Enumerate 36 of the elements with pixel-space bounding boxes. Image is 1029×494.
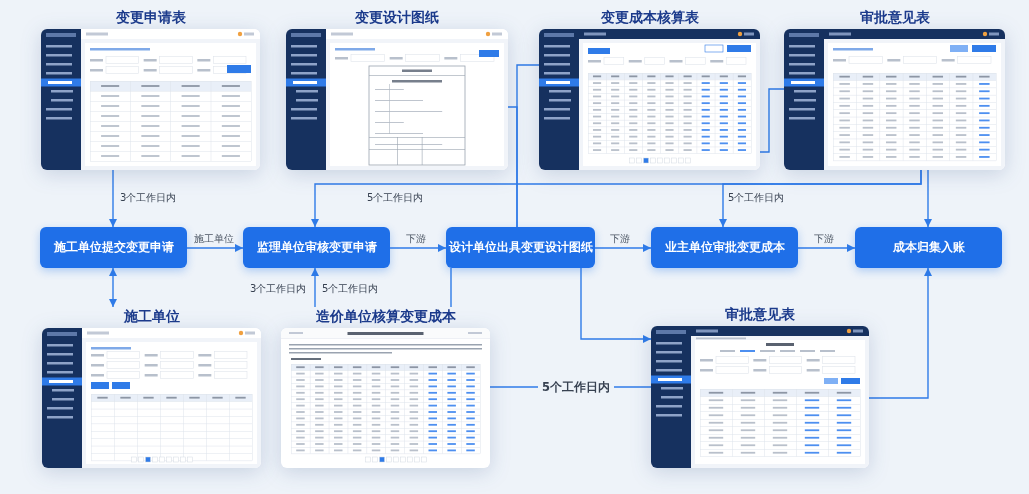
edge-label: 下游	[610, 232, 630, 246]
edge-label: 下游	[406, 232, 426, 246]
section-title: 变更成本核算表	[600, 8, 699, 27]
section-title: 审批意见表	[859, 8, 930, 27]
section-title: 变更申请表	[115, 8, 186, 27]
connector-line	[516, 64, 540, 228]
edge-label: 下游	[814, 232, 834, 246]
section-title: 施工单位	[123, 307, 180, 326]
arrow	[389, 244, 447, 252]
section-title: 变更设计图纸	[355, 8, 439, 27]
arrow	[924, 169, 932, 228]
process-box: 监理单位审核变更申请	[243, 227, 390, 268]
edge-label: 施工单位	[194, 232, 234, 246]
arrow	[311, 267, 319, 308]
connector-line	[450, 267, 452, 308]
process-box: 业主单位审批变更成本	[651, 227, 798, 268]
section-title: 造价单位核算变更成本	[315, 307, 456, 326]
arrow	[719, 169, 922, 228]
edge-label: 5个工作日内	[728, 191, 785, 205]
section-title: 审批意见表	[725, 305, 795, 324]
double-arrow	[109, 267, 117, 308]
edge-label: 5个工作日内	[538, 379, 614, 395]
process-box: 成本归集入账	[855, 227, 1002, 268]
arrow	[580, 267, 652, 343]
arrow	[868, 267, 932, 399]
edge-label: 3个工作日内	[120, 191, 177, 205]
connector-line	[759, 88, 785, 153]
arrow	[109, 169, 117, 228]
process-box: 施工单位提交变更申请	[40, 227, 187, 268]
edge-label: 5个工作日内	[322, 282, 379, 296]
arrow	[797, 244, 856, 252]
edge-label: 5个工作日内	[367, 191, 424, 205]
note-label: 3个工作日内	[250, 282, 307, 296]
arrow	[594, 244, 652, 252]
process-box: 设计单位出具变更设计图纸	[446, 227, 595, 268]
arrow	[186, 244, 244, 252]
